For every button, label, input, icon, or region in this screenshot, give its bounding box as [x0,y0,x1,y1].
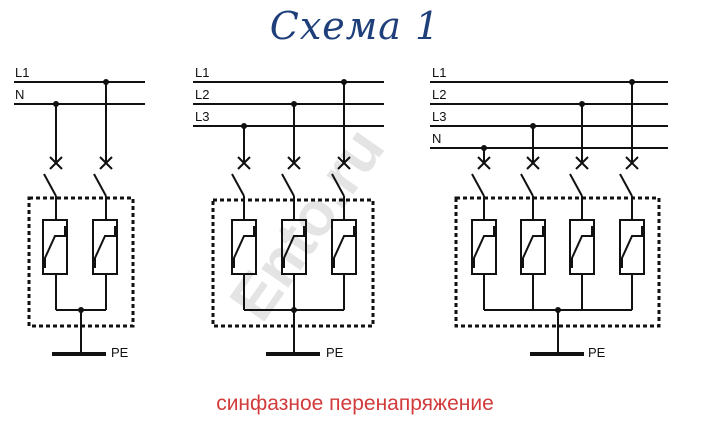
junction-dot [481,145,487,151]
scheme-three-phase-3wire [193,81,384,356]
line-label-n: N [432,131,441,146]
junction-dot [530,123,536,129]
line-label-l3: L3 [195,109,209,124]
junction-dot [629,79,635,85]
junction-dot [241,123,247,129]
diagram-caption: синфазное перенапряжение [216,392,494,415]
pe-label: PE [588,345,606,360]
junction-dot [78,307,84,313]
scheme-three-phase-4wire [430,81,668,356]
line-label-l1: L1 [432,65,446,80]
junction-dot [53,101,59,107]
scheme-single-phase [14,81,145,356]
line-label-l3: L3 [432,109,446,124]
pe-label: PE [326,345,344,360]
junction-dot [579,101,585,107]
line-label-l2: L2 [432,87,446,102]
junction-dot [341,79,347,85]
junction-dot [291,101,297,107]
line-label-l1: L1 [15,65,29,80]
line-label-n: N [15,87,24,102]
junction-dot [555,307,561,313]
line-label-l2: L2 [195,87,209,102]
junction-dot [103,79,109,85]
junction-dot [291,307,297,313]
diagram-title: Схема 1 [269,4,441,48]
line-label-l1: L1 [195,65,209,80]
pe-label: PE [111,345,129,360]
